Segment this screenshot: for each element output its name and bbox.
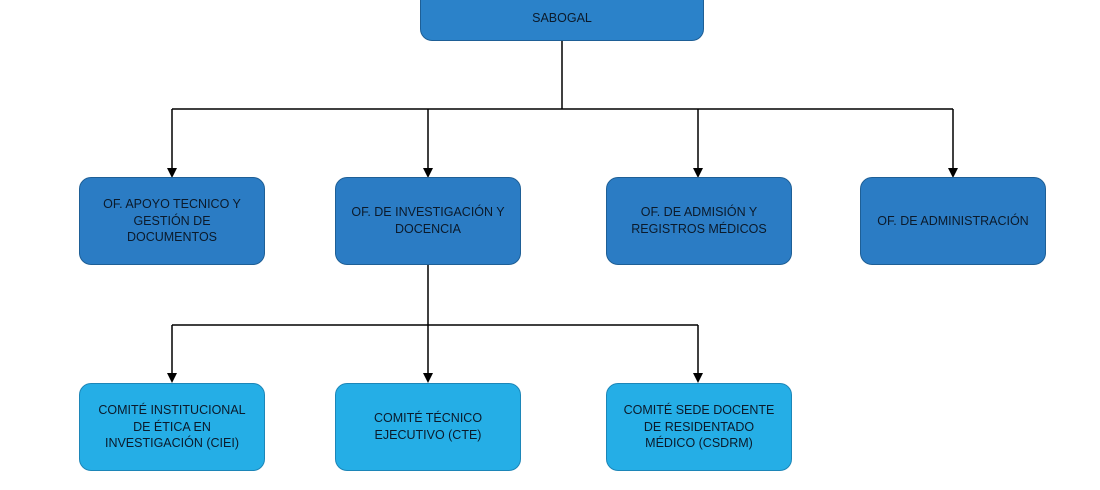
office-node-label: OF. DE INVESTIGACIÓN Y DOCENCIA (351, 205, 505, 236)
committee-node-cte: COMITÉ TÉCNICO EJECUTIVO (CTE) (335, 383, 521, 471)
committee-node-label: COMITÉ INSTITUCIONAL DE ÉTICA EN INVESTI… (98, 402, 246, 451)
office-node-label: OF. DE ADMINISTRACIÓN (877, 213, 1029, 228)
office-node-investigacion: OF. DE INVESTIGACIÓN Y DOCENCIA (335, 177, 521, 265)
root-node: SABOGAL (420, 0, 704, 41)
root-node-label: SABOGAL (532, 11, 592, 26)
office-node-administracion: OF. DE ADMINISTRACIÓN (860, 177, 1046, 265)
committee-node-label: COMITÉ TÉCNICO EJECUTIVO (CTE) (373, 411, 483, 442)
office-node-label: OF. DE ADMISIÓN Y REGISTROS MÉDICOS (631, 205, 767, 236)
office-node-admision: OF. DE ADMISIÓN Y REGISTROS MÉDICOS (606, 177, 792, 265)
office-node-label: OF. APOYO TECNICO Y GESTIÓN DE DOCUMENTO… (103, 196, 241, 245)
committee-node-label: COMITÉ SEDE DOCENTE DE RESIDENTADO MÉDIC… (623, 402, 775, 451)
committee-node-ciei: COMITÉ INSTITUCIONAL DE ÉTICA EN INVESTI… (79, 383, 265, 471)
committee-node-csdrm: COMITÉ SEDE DOCENTE DE RESIDENTADO MÉDIC… (606, 383, 792, 471)
office-node-apoyo-tecnico: OF. APOYO TECNICO Y GESTIÓN DE DOCUMENTO… (79, 177, 265, 265)
